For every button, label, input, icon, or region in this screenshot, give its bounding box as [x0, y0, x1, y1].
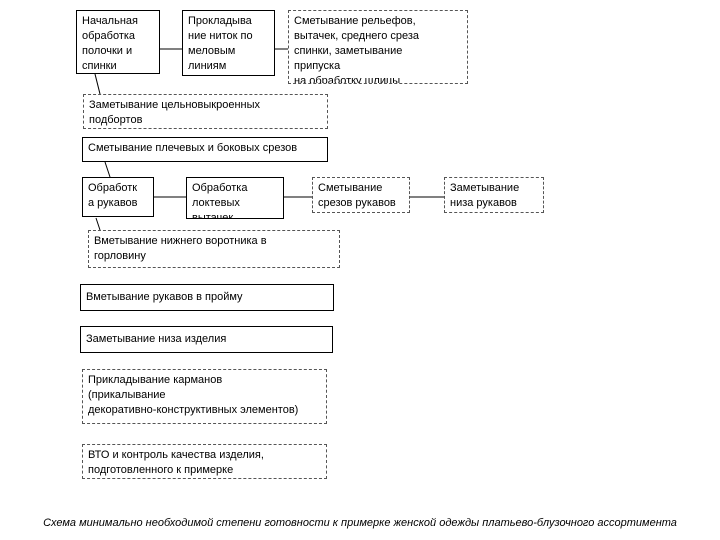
step-sleeve-processing: Обработк а рукавов: [82, 177, 154, 217]
step-pockets: Прикладывание карманов (прикалывание дек…: [82, 369, 327, 424]
step-garment-hem: Заметывание низа изделия: [80, 326, 333, 353]
step-front-back-processing: Начальная обработка полочки и спинки: [76, 10, 160, 74]
step-sleeve-hem-basting: Заметывание низа рукавов: [444, 177, 544, 213]
connector-row1-to-podborta: [94, 73, 101, 95]
step-pressing-quality-check: ВТО и контроль качества изделия, подгото…: [82, 444, 327, 479]
step-relief-basting: Сметывание рельефов, вытачек, среднего с…: [288, 10, 468, 84]
step-thread-marking: Прокладыва ние ниток по меловым линиям: [182, 10, 275, 76]
step-sleeve-setting: Вметывание рукавов в пройму: [80, 284, 334, 311]
connector-shoulder-to-row4: [104, 161, 111, 178]
diagram-caption: Схема минимально необходимой степени гот…: [43, 517, 677, 529]
step-shoulder-side-seams: Сметывание плечевых и боковых срезов: [82, 137, 328, 162]
step-sleeve-seams-basting: Сметывание срезов рукавов: [312, 177, 410, 213]
connector-row4-to-collar: [95, 217, 101, 231]
step-collar-basting: Вметывание нижнего воротника в горловину: [88, 230, 340, 268]
step-elbow-darts: Обработка локтевых вытачек: [186, 177, 284, 219]
step-facing-basting: Заметывание цельновыкроенных подбортов: [83, 94, 328, 129]
